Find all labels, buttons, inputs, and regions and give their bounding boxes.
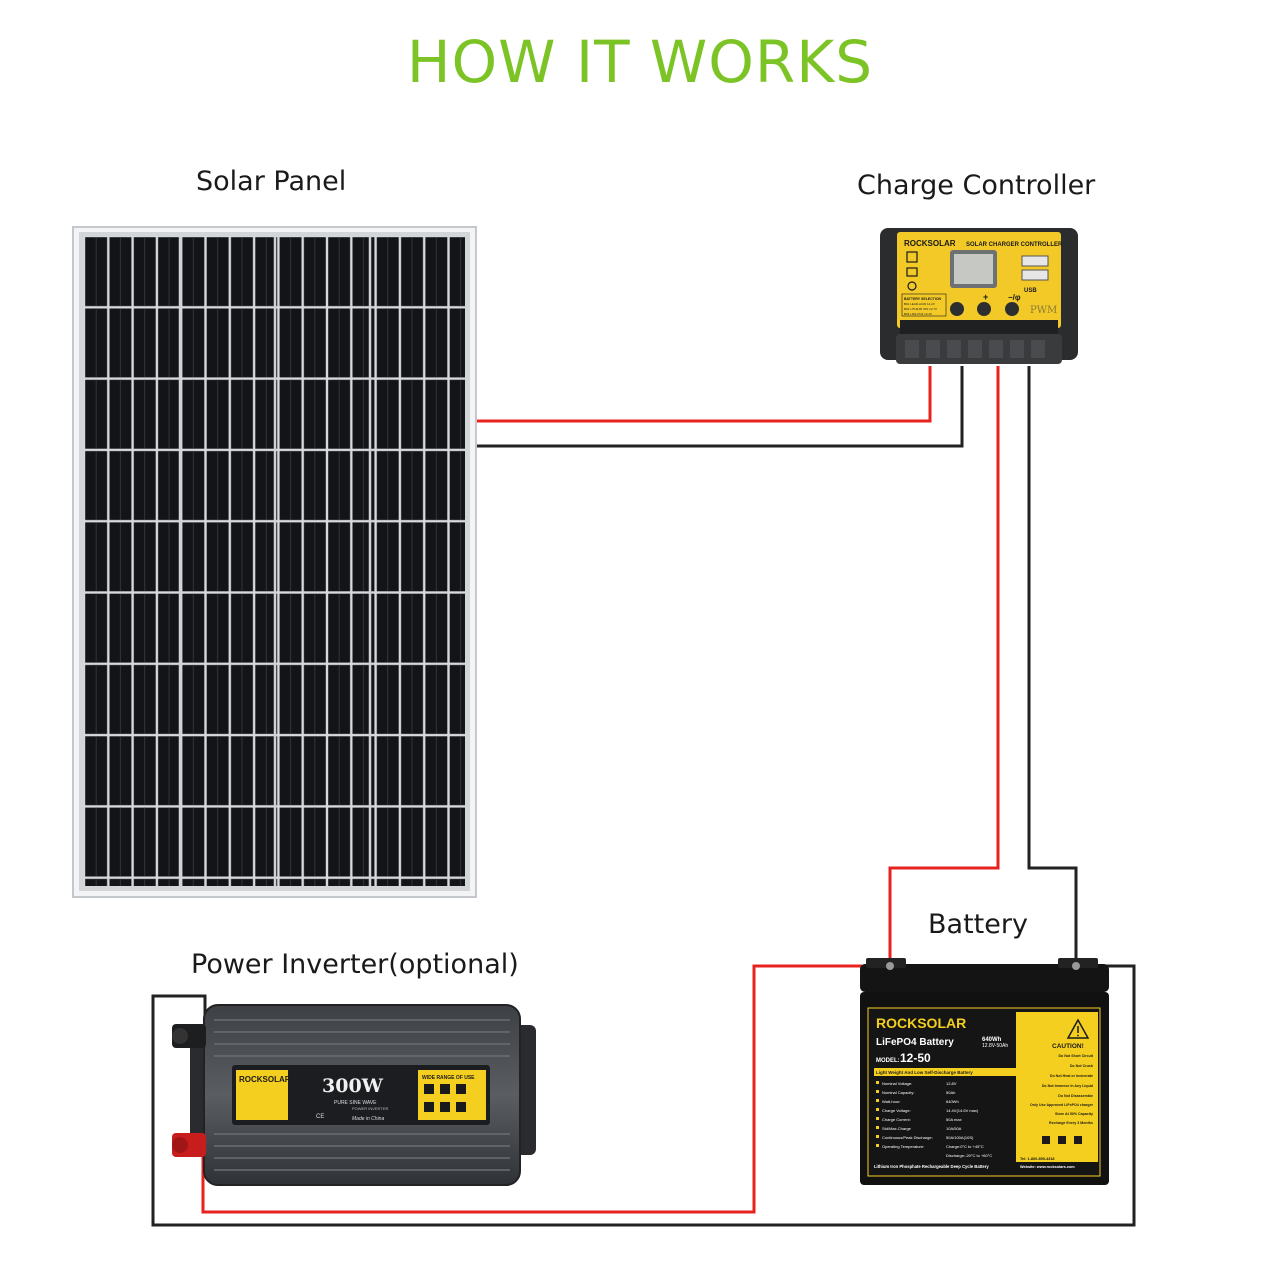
controller-status-icons xyxy=(906,251,918,291)
caution-title: CAUTION! xyxy=(1052,1043,1084,1050)
battery-spec-value: 14.4V(14.6V max) xyxy=(946,1108,979,1113)
caution-item: Only Use Approved LiFePO4 charger xyxy=(1030,1103,1094,1107)
battery-spec-value: 50A max xyxy=(946,1117,962,1122)
battery-website: Website: www.rocksolars.com xyxy=(1020,1165,1075,1169)
battery-selection-option: B01 LEAD-ACID 14.2V xyxy=(904,302,935,306)
battery-spec-key: Operating Temperature: xyxy=(882,1144,924,1149)
inverter-appliance-icons xyxy=(424,1084,466,1112)
controller-plus-label: + xyxy=(983,292,988,302)
battery-spec-key: Nominal Voltage: xyxy=(882,1081,912,1086)
battery-tagline: Light Weight And Low Self-Discharge Batt… xyxy=(876,1070,973,1075)
battery-spec-value: 50A/100A(10S) xyxy=(946,1135,974,1140)
page-title: HOW IT WORKS xyxy=(406,28,874,96)
wire-controller-battery-black xyxy=(1027,366,1078,964)
controller-down-button[interactable] xyxy=(1005,302,1019,316)
controller-minus-label: −/φ xyxy=(1008,293,1021,302)
controller-up-button[interactable] xyxy=(977,302,991,316)
battery-spec-key: Charge Current: xyxy=(882,1117,911,1122)
caution-item: Do Not Crush xyxy=(1070,1064,1093,1068)
battery-spec-list: Nominal Voltage: 12.8V Nominal Capacity:… xyxy=(876,1081,992,1158)
battery-selection-option: B02 LITHIUM ION 12.7V xyxy=(904,307,937,311)
battery-label: Battery xyxy=(928,909,1028,940)
solar-panel xyxy=(72,226,477,898)
inverter-made-in: Made in China xyxy=(352,1116,384,1122)
inverter-wide-range: WIDE RANGE OF USE xyxy=(422,1075,475,1081)
caution-item: Recharge Every 3 Months xyxy=(1049,1121,1093,1125)
battery-selection-table: BATTERY SELECTION B01 LEAD-ACID 14.2V B0… xyxy=(901,293,947,317)
inverter-brand: ROCKSOLAR xyxy=(239,1075,291,1084)
battery-footer: Lithium Iron Phosphate Rechargeable Deep… xyxy=(874,1164,989,1169)
charge-controller-label: Charge Controller xyxy=(857,170,1096,201)
battery-tel: Tel: 1-800-859-4318 xyxy=(1020,1157,1055,1161)
battery-spec-key: Charge Voltage: xyxy=(882,1108,911,1113)
controller-menu-button[interactable] xyxy=(950,302,964,316)
inverter-wave: PURE SINE WAVE xyxy=(334,1100,377,1106)
caution-item: Do Not Heat or Incinerate xyxy=(1050,1074,1093,1078)
wire-battery-inverter-black xyxy=(151,964,1136,1227)
power-inverter-label: Power Inverter(optional) xyxy=(191,949,519,980)
wire-battery-inverter-red xyxy=(201,964,862,1214)
inverter-subtitle: POWER INVERTER xyxy=(352,1106,388,1111)
battery-energy: 640Wh xyxy=(982,1037,1002,1043)
caution-item: Store At 50% Capacity xyxy=(1055,1112,1093,1116)
controller-brand: ROCKSOLAR xyxy=(904,239,956,248)
wire-panel-controller-red xyxy=(477,366,932,423)
inverter-power: 300W xyxy=(322,1075,384,1097)
battery-spec-value: 12.8V xyxy=(946,1081,957,1086)
battery-spec-key: Continuous/Peak Discharge: xyxy=(882,1135,933,1140)
battery-spec-key: Std/Max.Charge xyxy=(882,1126,912,1131)
battery-name: LiFePO4 Battery xyxy=(876,1037,954,1048)
caution-item: Do Not Disassemble xyxy=(1058,1094,1093,1098)
power-inverter: ROCKSOLAR 300W PURE SINE WAVE POWER INVE… xyxy=(172,1004,536,1186)
inverter-cert: CE xyxy=(316,1114,324,1120)
inverter-positive-terminal xyxy=(172,1133,206,1157)
battery-model-label: MODEL: xyxy=(876,1058,900,1064)
battery-selection-title: BATTERY SELECTION xyxy=(904,297,942,301)
battery-model: 12-50 xyxy=(900,1051,931,1065)
caution-icon xyxy=(1066,1018,1090,1039)
battery-brand: ROCKSOLAR xyxy=(876,1015,966,1031)
charge-controller: ROCKSOLAR SOLAR CHARGER CONTROLLER USB +… xyxy=(880,228,1078,364)
caution-item: Do Not Immerse In Any Liquid xyxy=(1042,1084,1093,1088)
battery-spec-value: 640Wh xyxy=(946,1099,959,1104)
battery: + − ROCKSOLAR LiFePO4 Battery 640Wh 12.8… xyxy=(860,958,1109,1185)
battery-spec-key: Nominal Capacity: xyxy=(882,1090,914,1095)
usb-ports xyxy=(1021,255,1049,281)
battery-spec-key: Watt-hour: xyxy=(882,1099,901,1104)
caution-item: Do Not Short Circuit xyxy=(1058,1054,1093,1058)
wire-controller-battery-red xyxy=(888,366,1000,964)
recycle-icons xyxy=(1042,1136,1082,1144)
battery-rating: 12.8V-50Ah xyxy=(982,1043,1008,1049)
solar-panel-label: Solar Panel xyxy=(196,166,347,197)
controller-type: PWM xyxy=(1030,305,1057,316)
caution-list: Do Not Short Circuit Do Not Crush Do Not… xyxy=(1030,1054,1094,1125)
battery-spec-value: Discharge:-20°C to +60°C xyxy=(946,1153,992,1158)
controller-heading: SOLAR CHARGER CONTROLLER xyxy=(966,242,1063,248)
controller-usb-label: USB xyxy=(1024,288,1037,294)
battery-spec-value: Charge:0°C to +45°C xyxy=(946,1144,984,1149)
battery-spec-value: 10A/50A xyxy=(946,1126,962,1131)
battery-spec-value: 50Ah xyxy=(946,1090,955,1095)
battery-selection-option: B03 LIFE PO4 14.4V xyxy=(904,312,932,316)
inverter-negative-terminal xyxy=(172,1024,206,1048)
wire-panel-controller-black xyxy=(477,366,964,448)
